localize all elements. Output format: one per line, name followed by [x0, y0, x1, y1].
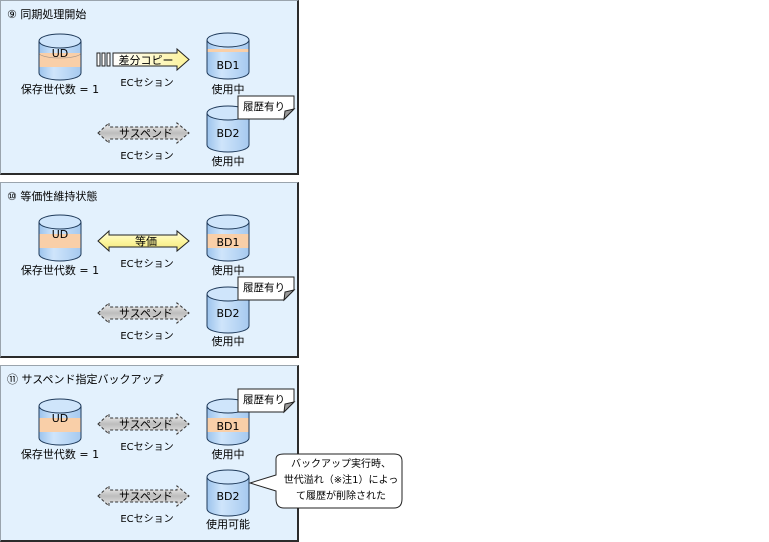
- panel-title: ⑩ 等価性維持状態: [7, 190, 98, 203]
- disk-bd2-icon: [206, 469, 250, 517]
- disk-bd2-status: 使用中: [211, 335, 245, 348]
- session-bottom-label: サスペンド: [118, 490, 173, 503]
- disk-bd1-status: 使用中: [211, 264, 245, 277]
- suspend-arrow-icon: [97, 484, 190, 508]
- disk-ud-icon: [38, 398, 82, 446]
- ud-generation-caption: 保存世代数 = 1: [20, 264, 100, 277]
- history-note-text: 履歴有り: [243, 282, 285, 294]
- callout-line-2: 世代溢れ（※注1）によっ: [283, 475, 399, 486]
- session-bottom-label: サスペンド: [118, 127, 173, 140]
- suspend-arrow-icon: [97, 301, 190, 325]
- disk-ud-label: UD: [51, 47, 69, 60]
- callout-line-1: バックアップ実行時、: [291, 459, 391, 470]
- disk-bd1-icon: [206, 32, 250, 80]
- panel-suspend-backup: ⑪ サスペンド指定バックアップ UD 保存世代数 = 1 サスペンド ECセショ…: [0, 365, 299, 542]
- disk-ud-label: UD: [51, 228, 69, 241]
- disk-ud-icon: [38, 214, 82, 262]
- session-top-label: サスペンド: [118, 418, 173, 431]
- ud-generation-caption: 保存世代数 = 1: [20, 83, 100, 96]
- equivalent-arrow-icon: [97, 229, 190, 253]
- history-note-icon: [237, 95, 296, 121]
- disk-ud-icon: [38, 33, 82, 81]
- history-note-icon: [237, 388, 296, 414]
- disk-bd1-label: BD1: [216, 420, 240, 433]
- diff-copy-arrow-icon: [96, 47, 190, 72]
- suspend-arrow-icon: [97, 412, 190, 436]
- disk-bd2-label: BD2: [216, 307, 240, 320]
- panel-equivalence-maintained: ⑩ 等価性維持状態 UD 保存世代数 = 1 等価 ECセション BD1 使用中…: [0, 182, 299, 358]
- history-note-icon: [237, 276, 296, 302]
- history-note-text: 履歴有り: [243, 101, 285, 113]
- history-note-text: 履歴有り: [243, 394, 285, 406]
- panel-title: ⑪ サスペンド指定バックアップ: [7, 373, 164, 386]
- panel-title: ⑨ 同期処理開始: [7, 8, 87, 21]
- session-bottom-sub: ECセション: [120, 151, 174, 162]
- speech-bubble-icon: [248, 453, 403, 509]
- disk-ud-label: UD: [51, 412, 69, 425]
- disk-bd2-status: 使用可能: [206, 518, 250, 531]
- session-bottom-sub: ECセション: [120, 514, 174, 525]
- disk-bd1-status: 使用中: [211, 83, 245, 96]
- disk-bd1-status: 使用中: [211, 448, 245, 461]
- session-bottom-label: サスペンド: [118, 307, 173, 320]
- callout-text: バックアップ実行時、 世代溢れ（※注1）によっ て履歴が削除された: [276, 457, 406, 505]
- ud-generation-caption: 保存世代数 = 1: [20, 448, 100, 461]
- panel-sync-start: ⑨ 同期処理開始 UD 保存世代数 = 1 差分コピー ECセション BD1 使…: [0, 0, 299, 175]
- session-top-sub: ECセション: [120, 78, 174, 89]
- session-top-label: 差分コピー: [118, 54, 174, 67]
- disk-bd1-icon: [206, 214, 250, 262]
- disk-bd2-label: BD2: [216, 490, 240, 503]
- session-top-sub: ECセション: [120, 259, 174, 270]
- disk-bd1-label: BD1: [216, 236, 240, 249]
- session-top-sub: ECセション: [120, 442, 174, 453]
- session-bottom-sub: ECセション: [120, 331, 174, 342]
- disk-bd2-label: BD2: [216, 127, 240, 140]
- callout-line-3: て履歴が削除された: [296, 491, 386, 502]
- suspend-arrow-icon: [97, 121, 190, 145]
- session-top-label: 等価: [135, 235, 157, 248]
- disk-bd2-status: 使用中: [211, 155, 245, 168]
- disk-bd1-label: BD1: [216, 59, 240, 72]
